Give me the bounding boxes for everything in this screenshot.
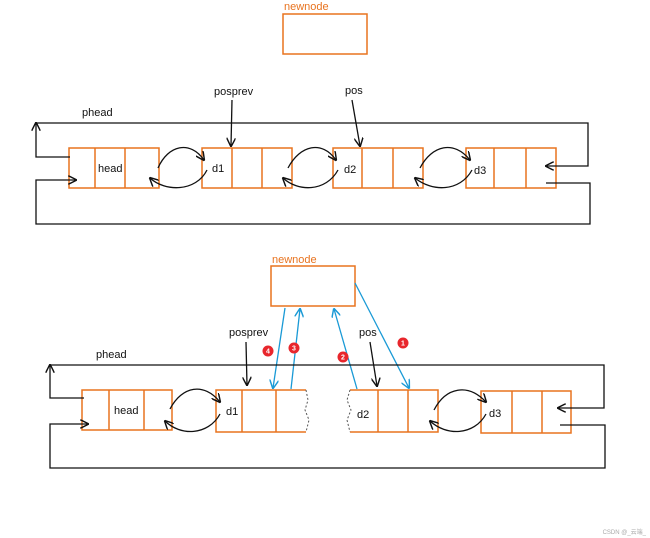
- bottom-links: [165, 388, 486, 433]
- bottom-pos-arrow: [369, 341, 377, 386]
- top-node-head: head: [68, 147, 160, 189]
- top-wrap-upper: [36, 122, 589, 166]
- top-posprev-label: posprev: [214, 86, 254, 98]
- bottom-posprev-label: posprev: [229, 327, 269, 339]
- top-pos-label: pos: [345, 85, 363, 97]
- svg-text:4: 4: [266, 349, 270, 356]
- top-node-head-label: head: [98, 163, 122, 175]
- top-node-d1-label: d1: [212, 163, 224, 175]
- svg-text:2: 2: [341, 355, 345, 362]
- bottom-node-head: head: [81, 389, 173, 431]
- bottom-pos-label: pos: [359, 327, 377, 339]
- step-badge-3: 3: [288, 342, 300, 354]
- watermark: CSDN @_云端_: [603, 528, 647, 536]
- bottom-diagram: newnode phead posprev pos head d1 d2: [49, 254, 606, 469]
- top-links: [150, 146, 473, 189]
- top-node-d3-label: d3: [474, 165, 486, 177]
- step-badge-4: 4: [262, 345, 274, 357]
- bottom-new-links: [273, 282, 409, 390]
- top-diagram: newnode phead posprev pos head d1 d2: [35, 1, 591, 225]
- bottom-wrap-upper-left: [50, 365, 84, 399]
- step-badge-1: 1: [397, 337, 409, 349]
- bottom-node-d2-label: d2: [357, 409, 369, 421]
- bottom-node-d1-label: d1: [226, 406, 238, 418]
- top-phead-label: phead: [82, 107, 113, 119]
- new-link-step-2: [334, 309, 358, 390]
- top-node-d3: d3: [465, 147, 557, 189]
- bottom-node-d3: d3: [480, 390, 572, 434]
- bottom-node-d3-label: d3: [489, 408, 501, 420]
- top-node-d2: d2: [332, 147, 424, 189]
- bottom-posprev-arrow: [246, 341, 247, 385]
- bottom-wrap-upper: [50, 364, 605, 408]
- top-node-d1: d1: [201, 147, 293, 189]
- svg-text:3: 3: [292, 346, 296, 353]
- top-wrap-lower: [35, 180, 591, 225]
- top-newnode-box: [282, 13, 368, 55]
- bottom-phead-label: phead: [96, 349, 127, 361]
- svg-text:1: 1: [401, 341, 405, 348]
- step-badge-2: 2: [337, 351, 349, 363]
- bottom-node-d2: d2: [346, 389, 439, 433]
- new-link-step-1: [354, 282, 409, 388]
- top-wrap-upper-left: [36, 123, 70, 158]
- top-node-d2-label: d2: [344, 164, 356, 176]
- bottom-node-head-label: head: [114, 405, 138, 417]
- bottom-node-d1: d1: [215, 389, 310, 433]
- bottom-newnode-box: [270, 265, 356, 307]
- bottom-wrap-lower: [49, 424, 606, 469]
- top-newnode-label: newnode: [284, 1, 329, 13]
- new-link-step-4: [273, 307, 286, 388]
- bottom-newnode-label: newnode: [272, 254, 317, 266]
